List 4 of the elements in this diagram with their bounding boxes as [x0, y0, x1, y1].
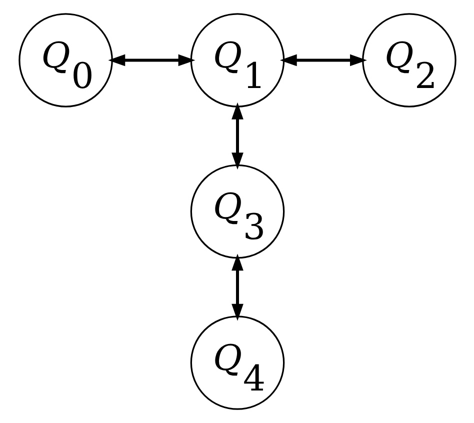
- arrow: [231, 102, 243, 170]
- arrow: [231, 254, 243, 321]
- arrow: [108, 54, 195, 66]
- arrow: [279, 54, 366, 66]
